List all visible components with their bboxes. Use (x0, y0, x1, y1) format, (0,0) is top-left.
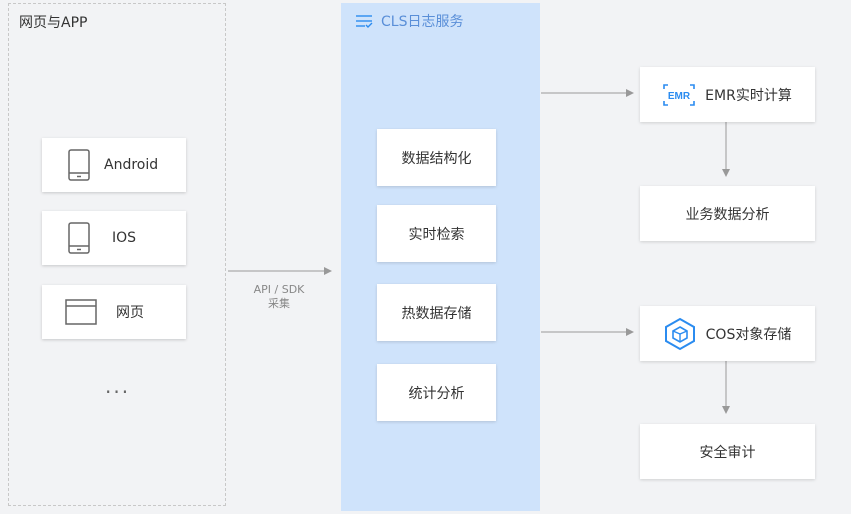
cls-feature-realtime-search: 实时检索 (377, 205, 496, 262)
tablet-icon (66, 148, 92, 182)
cls-feature-structuring: 数据结构化 (377, 129, 496, 186)
edge-label-line2: 采集 (268, 297, 290, 310)
cube-hexagon-icon (664, 317, 696, 351)
cls-title: CLS日志服务 (355, 11, 463, 31)
cls-feature-statistics: 统计分析 (377, 364, 496, 421)
business-data-analysis: 业务数据分析 (640, 186, 815, 241)
emr-logo-icon: EMR (663, 83, 695, 106)
security-audit: 安全审计 (640, 424, 815, 479)
clients-group (8, 3, 226, 506)
emr-realtime-compute: EMR EMR实时计算 (640, 67, 815, 122)
filter-lines-icon (355, 14, 373, 28)
cos-object-storage: COS对象存储 (640, 306, 815, 361)
client-label: 网页 (116, 305, 144, 321)
client-android: Android (42, 138, 186, 192)
client-label: Android (104, 157, 159, 173)
browser-window-icon (64, 295, 98, 329)
emr-label: EMR实时计算 (705, 87, 792, 104)
tablet-icon (66, 221, 92, 255)
cls-title-text: CLS日志服务 (381, 14, 464, 30)
cos-label: COS对象存储 (705, 326, 792, 343)
client-label: IOS (112, 230, 137, 246)
cls-feature-hot-storage: 热数据存储 (377, 284, 496, 341)
clients-group-title: 网页与APP (19, 15, 88, 31)
edge-label-line1: API / SDK (253, 283, 305, 296)
client-web: 网页 (42, 285, 186, 339)
client-ios: IOS (42, 211, 186, 265)
more-ellipsis: ... (105, 374, 131, 398)
emr-logo-text: EMR (668, 91, 691, 102)
edge-label-api-sdk: API / SDK 采集 (236, 283, 322, 311)
